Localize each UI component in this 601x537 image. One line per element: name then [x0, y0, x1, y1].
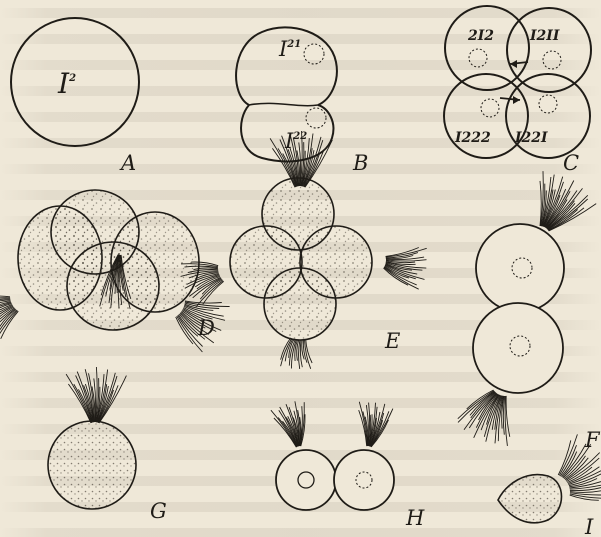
blastomere	[507, 8, 591, 92]
panel-label-f: F	[584, 428, 601, 452]
cilium	[506, 396, 510, 437]
panel-f: F	[458, 171, 601, 452]
cilium	[568, 467, 600, 484]
panel-a: I2 A	[11, 18, 139, 175]
cell	[334, 450, 394, 510]
panel-label-d: D	[197, 316, 215, 340]
cilium	[570, 491, 601, 493]
cilium	[306, 339, 312, 363]
panel-label-i: I	[584, 515, 594, 537]
cilium	[281, 338, 292, 366]
panel-label-c: C	[563, 151, 579, 175]
cell	[264, 268, 336, 340]
panel-g: G	[48, 367, 167, 523]
nucleus	[469, 49, 487, 67]
cell	[476, 224, 564, 312]
nucleus	[304, 44, 324, 64]
nucleus	[539, 95, 557, 113]
nucleus	[306, 108, 326, 128]
cell-label: 2I2	[467, 28, 494, 44]
panel-label-b: B	[352, 151, 368, 175]
cell-label: I222	[454, 130, 491, 146]
panel-label-g: G	[150, 499, 167, 523]
nucleus	[543, 51, 561, 69]
cell-label: I2II	[529, 28, 560, 44]
cell	[498, 475, 562, 523]
cell-label-i2: I2	[57, 67, 76, 100]
cilia	[271, 401, 393, 447]
cell	[48, 421, 136, 509]
cilia	[66, 367, 126, 423]
panel-label-h: H	[405, 506, 425, 530]
cell	[276, 450, 336, 510]
panel-label-e: E	[384, 329, 400, 353]
cell-label: I22I	[514, 130, 548, 146]
cell-label-i21: I21	[278, 37, 301, 61]
cilium	[503, 396, 504, 435]
panel-e: E	[181, 131, 427, 369]
cell	[473, 303, 563, 393]
panel-h: H	[271, 401, 425, 530]
cell	[67, 242, 159, 330]
cilium	[299, 340, 300, 369]
cleavage-furrow	[249, 103, 318, 105]
cilium	[200, 280, 222, 299]
panel-label-a: A	[119, 151, 136, 175]
panel-c: 2I2 I2II I222 I22I C	[444, 6, 591, 175]
cilium	[305, 340, 311, 369]
nucleus	[481, 99, 499, 117]
